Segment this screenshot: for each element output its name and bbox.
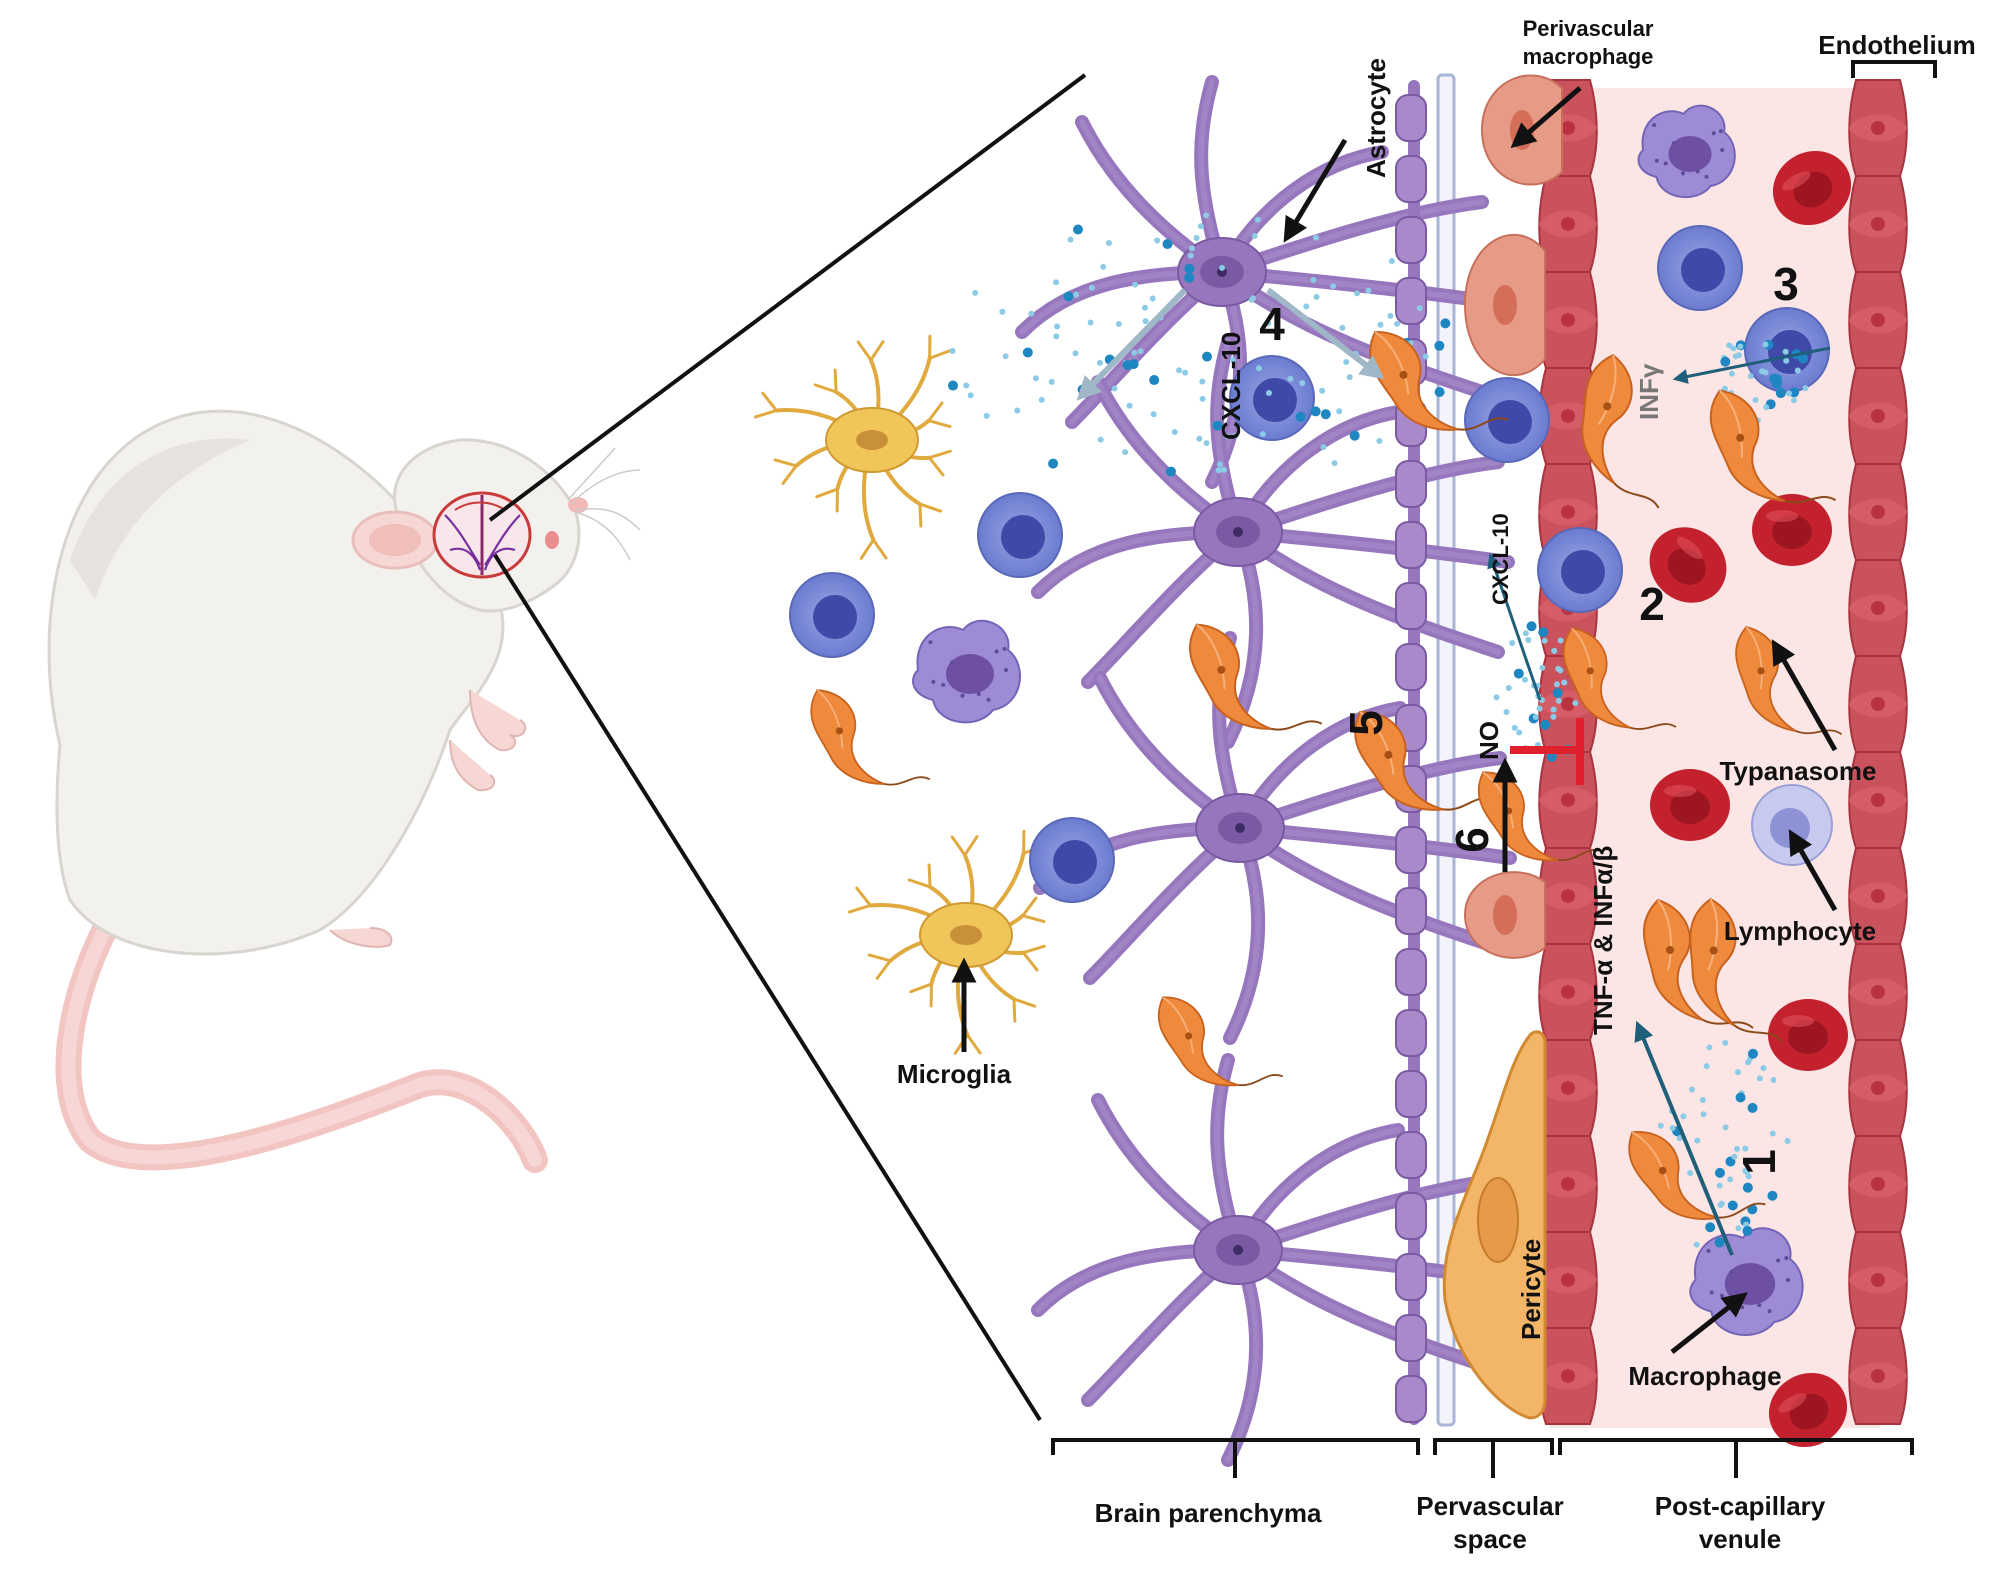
trypanosome-cell (1628, 1131, 1766, 1220)
label-perivascular-macrophage-2: macrophage (1523, 44, 1654, 69)
endothelium-left-wall (1538, 79, 1598, 1425)
label-microglia: Microglia (897, 1059, 1012, 1089)
labels: Perivascular macrophage Endothelium Astr… (897, 16, 1976, 1554)
astrocyte-endfoot (1395, 1009, 1427, 1057)
region-perivascular-space-2: space (1453, 1524, 1527, 1554)
astrocyte-endfoot (1395, 887, 1427, 935)
label-endothelium: Endothelium (1818, 30, 1975, 60)
label-infy: INFγ (1634, 363, 1664, 420)
pointer-lymphocyte (1788, 829, 1838, 912)
trypanosome-cell (1709, 389, 1837, 504)
trypanosome-cell (1189, 623, 1323, 731)
region-brackets (1051, 60, 1937, 1478)
bracket-endothelium (1851, 60, 1937, 78)
label-cxcl10-a: CXCL-10 (1216, 332, 1246, 440)
red-blood-cell (1649, 527, 1727, 603)
label-perivascular-macrophage-1: Perivascular (1523, 16, 1654, 41)
red-blood-cell (1752, 494, 1832, 566)
pericyte-cell (1442, 1030, 1547, 1420)
astrocyte-endfoot (1395, 643, 1427, 691)
astrocyte-endfoot (1395, 1131, 1427, 1179)
arrow-infy (1672, 346, 1831, 384)
trypanosome-cell (1581, 354, 1660, 509)
pointer-macrophage (1670, 1292, 1748, 1354)
arrow-cxcl10-right (1266, 287, 1385, 380)
label-lymphocyte: Lymphocyte (1724, 916, 1876, 946)
label-no: NO (1474, 721, 1504, 760)
post-capillary-venule (1550, 88, 1880, 1428)
red-blood-cell (1768, 999, 1848, 1071)
red-blood-cell (1772, 150, 1852, 226)
trypanosome-cell (1477, 771, 1604, 862)
step-number-3: 3 (1773, 258, 1799, 310)
macrophages (912, 104, 1804, 1336)
trypanosome-cell (1689, 898, 1783, 1043)
astrocyte-endfoot (1395, 277, 1427, 325)
red-blood-cell (1768, 1372, 1848, 1448)
region-perivascular-space-1: Pervascular (1416, 1491, 1563, 1521)
red-blood-cells (1649, 150, 1852, 1448)
step-number-1: 1 (1733, 1149, 1785, 1175)
label-trypanosome: Typanasome (1719, 756, 1876, 786)
astrocyte-endfoot (1395, 582, 1427, 630)
astrocyte-endfoot (1395, 1253, 1427, 1301)
astrocyte-endfoot (1395, 1070, 1427, 1118)
region-venule-1: Post-capillary (1655, 1491, 1826, 1521)
astrocyte-endfoot (1395, 826, 1427, 874)
mouse-illustration (47, 409, 641, 1173)
endothelium-right-wall (1848, 79, 1908, 1425)
lymphocytes (789, 225, 1833, 903)
trypanosome-cell (1157, 996, 1284, 1087)
trypanosome-cell (1562, 627, 1677, 730)
astrocyte-endfoot (1395, 948, 1427, 996)
arrows (951, 86, 1838, 1354)
astrocyte-endfoot (1395, 1314, 1427, 1362)
label-cxcl10-b: CXCL-10 (1488, 513, 1513, 605)
brain-icon (432, 491, 532, 579)
zoom-line-bottom (493, 553, 1042, 1422)
pointer-trypanosome (1771, 639, 1838, 752)
astrocyte-endfoot (1395, 94, 1427, 142)
trypanosome-cell (810, 689, 931, 786)
glia-limitans (1436, 73, 1456, 1427)
astrocyte-endfoot (1395, 460, 1427, 508)
arrow-cxcl10-left (1076, 287, 1188, 401)
region-venule-2: venule (1699, 1524, 1781, 1554)
zoom-line-top (488, 73, 1087, 522)
trypanosome-cell (1354, 711, 1494, 811)
astrocyte-endfoot (1395, 521, 1427, 569)
region-brain-parenchyma: Brain parenchyma (1095, 1498, 1322, 1528)
astrocyte-endfoot (1395, 1192, 1427, 1240)
arrow-tnf-release (1634, 1020, 1734, 1256)
label-astrocyte: Astrocyte (1361, 58, 1391, 178)
arrow-cxcl10-b (1487, 552, 1542, 701)
astrocyte-endfoot (1395, 155, 1427, 203)
no-inhibition-symbol (1510, 718, 1584, 785)
step-number-5: 5 (1340, 710, 1392, 736)
pointer-perivascular-macrophage (1510, 86, 1582, 149)
chemokine-dots (947, 212, 1809, 1248)
step-number-2: 2 (1639, 578, 1665, 630)
step-number-4: 4 (1259, 298, 1285, 350)
red-blood-cell (1650, 769, 1730, 841)
pointer-astrocyte (1283, 138, 1348, 243)
label-tnf: TNF-α & INFα/β (1588, 846, 1618, 1035)
label-macrophage: Macrophage (1628, 1361, 1781, 1391)
trypanosomes (810, 331, 1843, 1220)
perivascular-macrophages (1463, 74, 1563, 959)
astrocyte-endfoot (1395, 216, 1427, 264)
step-number-6: 6 (1446, 827, 1498, 853)
trypanosome-cell (1369, 331, 1509, 431)
label-pericyte: Pericyte (1516, 1239, 1546, 1340)
astrocyte-endfoot (1395, 1375, 1427, 1423)
